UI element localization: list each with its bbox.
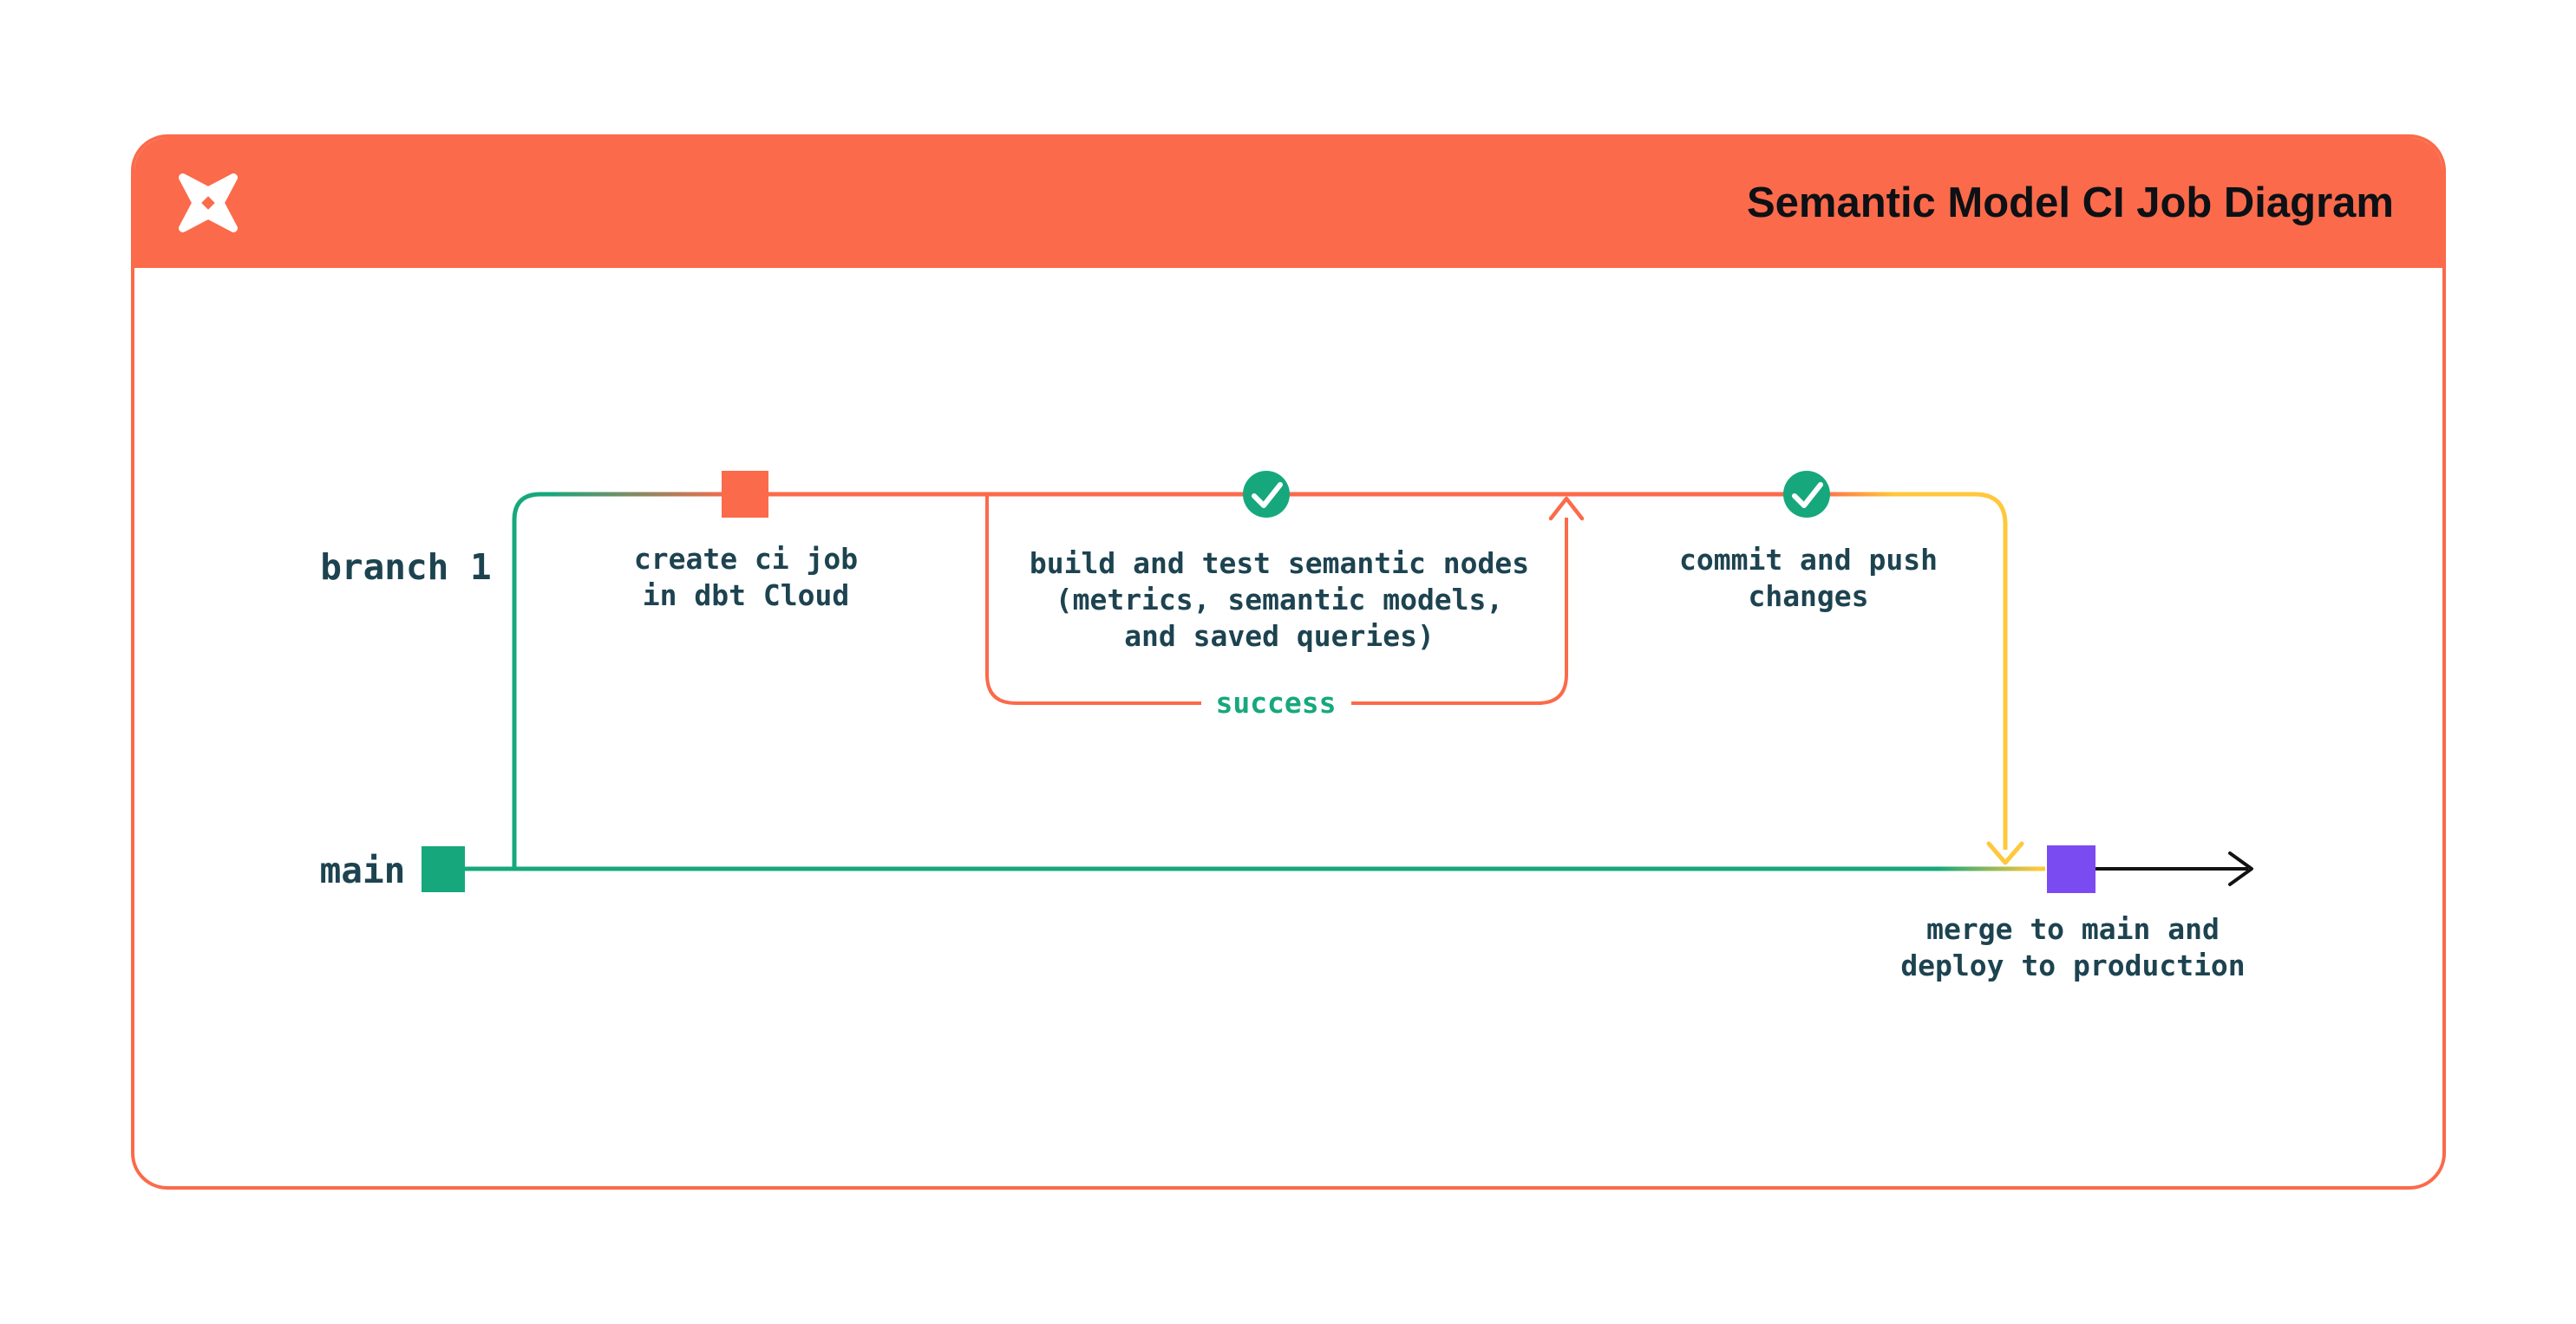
success-label: success (1215, 686, 1337, 720)
success-loop-left (985, 496, 1201, 705)
caption-line: (metrics, semantic models, (1055, 583, 1504, 616)
node-caption-build-test: build and test semantic nodes (metrics, … (1019, 545, 1540, 655)
lane-label-main: main (319, 850, 406, 891)
page-title: Semantic Model CI Job Diagram (1746, 179, 2394, 226)
commit-square-create-ci (722, 471, 768, 518)
caption-line: in dbt Cloud (642, 578, 850, 612)
caption-line: build and test semantic nodes (1029, 546, 1530, 580)
deploy-right-arrowhead-icon (2228, 851, 2253, 886)
lane-label-branch1: branch 1 (320, 546, 492, 588)
success-loop-right (1351, 518, 1568, 705)
caption-line: deploy to production (1900, 949, 2246, 982)
dbt-logo-icon (179, 173, 238, 232)
card-header: Semantic Model CI Job Diagram (134, 138, 2442, 268)
branch-line-yellow-descent (1908, 492, 2008, 850)
success-up-arrowhead-icon (1548, 496, 1585, 521)
caption-line: merge to main and (1926, 912, 2220, 946)
diagram-card: Semantic Model CI Job Diagram (131, 134, 2446, 1190)
checkmark-circle-icon-commit-push (1783, 471, 1830, 518)
caption-line: create ci job (633, 542, 859, 576)
commit-square-merge (2047, 845, 2095, 893)
branch-line-start (512, 492, 557, 871)
caption-line: commit and push (1678, 543, 1938, 577)
caption-line: changes (1748, 579, 1869, 613)
commit-square-main (422, 846, 465, 892)
node-caption-merge: merge to main and deploy to production (1856, 911, 2290, 984)
dbt-logo-center-diamond (201, 196, 215, 210)
checkmark-circle-icon-build-test (1243, 471, 1290, 518)
merge-down-arrowhead-icon (1986, 841, 2024, 865)
caption-line: and saved queries) (1124, 619, 1435, 653)
node-caption-create-ci: create ci job in dbt Cloud (555, 541, 937, 614)
node-caption-commit-push: commit and push changes (1592, 542, 2025, 615)
